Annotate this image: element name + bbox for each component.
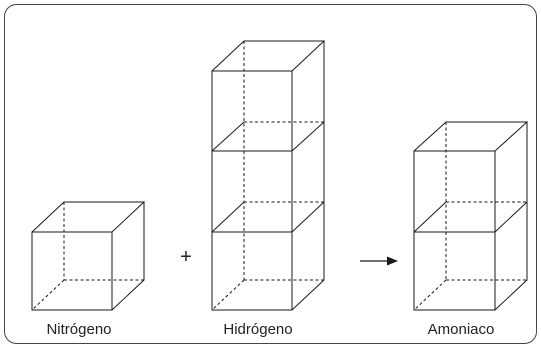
nitrogen-cube-stack	[31, 201, 146, 311]
nitrogen-label: Nitrógeno	[46, 321, 111, 338]
hydrogen-cube-stack	[211, 40, 326, 311]
ammonia-label: Amoniaco	[428, 321, 495, 338]
hydrogen-cube-visible-edges	[211, 40, 326, 311]
hydrogen-cube-divider-upper-back	[211, 121, 245, 152]
hydrogen-label: Hidrógeno	[223, 321, 292, 338]
nitrogen-cube	[31, 201, 146, 311]
nitrogen-cube-visible-edges	[31, 201, 146, 311]
reaction-arrow-head	[387, 256, 398, 266]
nitrogen-cube-hidden-edges	[31, 202, 144, 311]
reaction-arrow	[360, 256, 398, 266]
ammonia-cube-divider-back	[413, 201, 447, 233]
ammonia-cube-visible-edges	[413, 121, 529, 311]
ammonia-cube-hidden-edges	[413, 122, 527, 311]
plus-operator: +	[180, 246, 192, 268]
hydrogen-cube-hidden-edges	[211, 41, 324, 311]
ammonia-cube-divider	[414, 201, 528, 233]
hydrogen-cube-divider-lower-back	[211, 201, 245, 233]
ammonia-cube-stack	[413, 121, 529, 311]
hydrogen-cube-divider-lower	[212, 201, 325, 233]
hydrogen-cube-divider-upper	[212, 121, 325, 152]
diagram-border	[4, 4, 537, 344]
